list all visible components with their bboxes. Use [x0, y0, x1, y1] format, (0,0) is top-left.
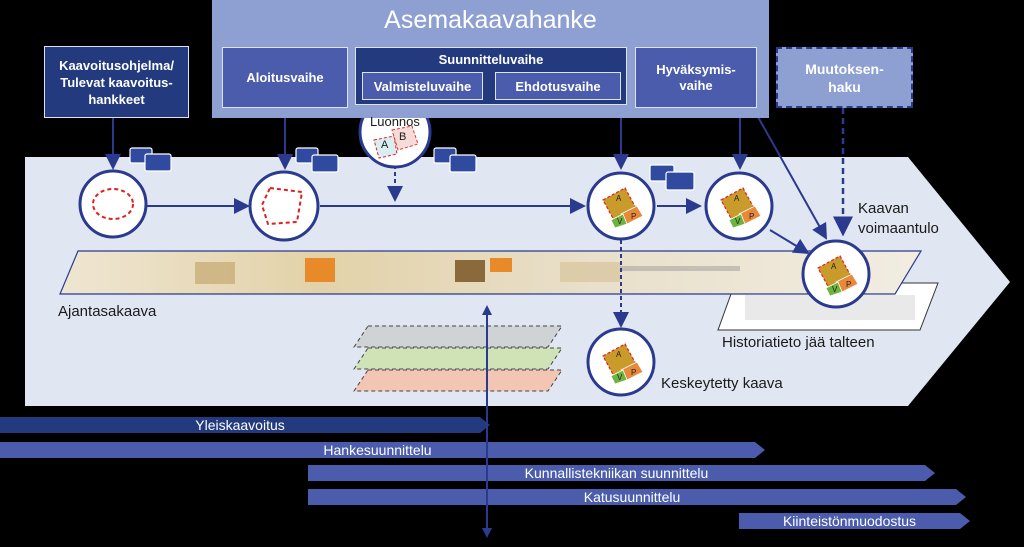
- project-title: Asemakaavahanke: [384, 6, 597, 34]
- phase-ehdotus[interactable]: Ehdotusvaihe: [495, 72, 621, 100]
- programme-box-label: Kaavoitusohjelma/ Tulevat kaavoitus-hank…: [59, 57, 174, 107]
- change-request-box[interactable]: Muutoksen-haku: [776, 47, 913, 108]
- plan-tile-a-label: A: [616, 350, 622, 359]
- phase-hyvaksymis[interactable]: Hyväksymis-vaihe: [635, 47, 757, 108]
- phase-hyvaksymis-label: Hyväksymis-vaihe: [656, 61, 736, 93]
- timeline-bar-yleiskaavoitus: [0, 417, 490, 433]
- phase-aloitus[interactable]: Aloitusvaihe: [222, 47, 348, 108]
- current-plan-label: Ajantasakaava: [58, 303, 157, 320]
- effect-label: Kaavan voimaantulo: [858, 200, 939, 237]
- timeline-bar-kiinteisto: [739, 513, 970, 529]
- approval-plan-circle: A P V: [703, 170, 775, 242]
- plan-tile-a-label: A: [831, 262, 837, 271]
- effective-plan-circle: A P V: [800, 238, 872, 310]
- timeline-bar-katusuunnittelu: [308, 489, 966, 505]
- history-label: Historiatieto jää talteen: [722, 334, 875, 351]
- timeline-bar-kunnallistekniikka: [308, 465, 935, 481]
- plan-tile-p-label: P: [631, 212, 637, 221]
- draft-label: Luonnos: [370, 114, 420, 129]
- timeline-label-katusuunnittelu: Katusuunnittelu: [583, 489, 681, 505]
- suspended-label: Keskeytetty kaava: [661, 375, 783, 392]
- draft-option-b: B: [399, 131, 407, 143]
- plan-tile-p-label: P: [631, 368, 637, 377]
- timeline-label-hankesuunnittelu: Hankesuunnittelu: [323, 442, 432, 458]
- current-plan-map-strip: [59, 250, 923, 295]
- timeline-label-kiinteisto: Kiinteistönmuodostus: [782, 513, 917, 529]
- comment-bubbles-1: [129, 147, 172, 172]
- plan-tile-a-label: A: [616, 194, 622, 203]
- phase-ehdotus-label: Ehdotusvaihe: [515, 78, 601, 94]
- plan-tile-a-label: A: [734, 194, 740, 203]
- timeline-bar-hankesuunnittelu: [0, 442, 765, 458]
- plan-tile-v-label: V: [735, 217, 741, 226]
- plan-tile-v-label: V: [832, 285, 838, 294]
- plan-tile-v-label: V: [617, 217, 623, 226]
- plan-tile-p-label: P: [846, 280, 852, 289]
- comment-bubbles-3: [433, 147, 477, 173]
- suspended-plan-circle: A P V: [585, 326, 657, 398]
- programme-box[interactable]: Kaavoitusohjelma/ Tulevat kaavoitus-hank…: [44, 46, 189, 118]
- plan-tile-p-label: P: [749, 212, 755, 221]
- timeline-label-kunnallistekniikka: Kunnallistekniikan suunnittelu: [524, 465, 709, 481]
- timeline-label-yleiskaavoitus: Yleiskaavoitus: [195, 417, 285, 433]
- draft-option-a: A: [381, 139, 389, 151]
- phase-valmistelu-label: Valmisteluvaihe: [373, 78, 472, 94]
- phase-valmistelu[interactable]: Valmisteluvaihe: [362, 72, 483, 100]
- programme-circle: [78, 169, 148, 239]
- phase-suunnittelu-label: Suunnitteluvaihe: [438, 52, 544, 67]
- plan-tile-v-label: V: [617, 373, 623, 382]
- comment-bubbles-4: [649, 164, 695, 191]
- comment-bubbles-2: [295, 147, 339, 173]
- change-request-label: Muutoksen-haku: [805, 60, 884, 95]
- phase-aloitus-label: Aloitusvaihe: [246, 69, 324, 85]
- proposal-plan-circle: A P V: [585, 170, 657, 242]
